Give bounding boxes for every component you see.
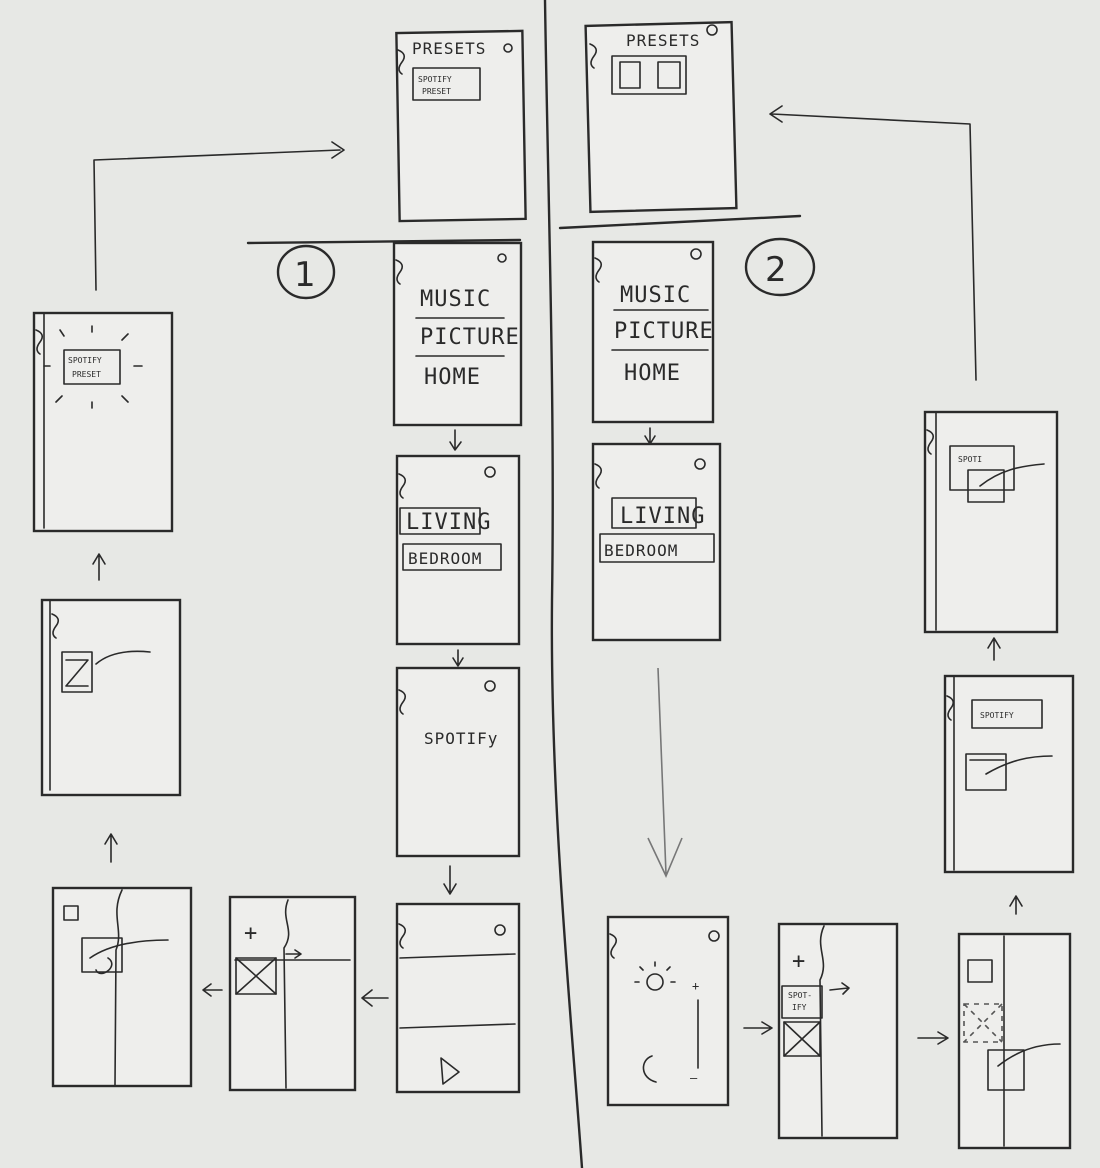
svg-text:+: + [244, 921, 258, 946]
svg-text:SPOTIFY: SPOTIFY [68, 356, 102, 365]
spotify-label: SPOTIFy [424, 729, 498, 748]
flow-2-number: 2 [765, 250, 787, 290]
svg-text:PRESET: PRESET [72, 370, 101, 379]
drop-screen-2: SPOTIFY [943, 674, 1075, 874]
room2-bedroom: BEDROOM [604, 541, 678, 560]
flow-1-number: 1 [294, 255, 316, 295]
svg-text:SPOTI: SPOTI [958, 455, 982, 464]
room-bedroom: BEDROOM [408, 549, 482, 568]
svg-text:SPOTIFY: SPOTIFY [418, 75, 452, 84]
drag-screen-2 [957, 932, 1072, 1150]
add-preset-screen-1: + [228, 895, 357, 1092]
saved-preset-screen-1: SPOTIFY PRESET [32, 311, 174, 533]
menu2-music: MUSIC [620, 283, 691, 308]
spotify-tab-2: SPOTIFY [980, 711, 1014, 720]
saved-preset-screen-2: SPOTI [923, 410, 1059, 634]
rooms-screen-2: LIVING BEDROOM [591, 442, 722, 642]
lighting-screen-2: + — [606, 915, 730, 1107]
spotify-screen-1: SPOTIFy [395, 666, 521, 858]
flow-2-marker: 2 [744, 237, 816, 297]
drop-screen-1 [40, 598, 182, 797]
add-preset-screen-2: + SPOT- IFY [777, 922, 899, 1140]
horizontal-divider [246, 214, 802, 245]
presets-screen-1: PRESETS SPOTIFY PRESET [395, 29, 527, 223]
svg-text:+: + [792, 949, 806, 974]
rooms-screen-1: LIVING BEDROOM [395, 454, 521, 646]
room-living: LIVING [406, 510, 491, 535]
svg-text:IFY: IFY [792, 1003, 807, 1012]
presets-title-2: PRESETS [626, 31, 700, 50]
svg-text:PRESET: PRESET [422, 87, 451, 96]
presets-title: PRESETS [412, 39, 486, 58]
menu-screen-2: MUSIC PICTURE HOME [591, 240, 715, 424]
vertical-divider [543, 0, 584, 1168]
menu-music: MUSIC [420, 287, 491, 312]
svg-text:+: + [692, 979, 699, 993]
player-screen-1 [395, 902, 521, 1094]
presets-screen-2: PRESETS [584, 20, 738, 214]
menu-picture: PICTURE [420, 325, 520, 350]
menu2-home: HOME [624, 361, 681, 386]
flow-1-marker: 1 [276, 244, 336, 300]
svg-text:—: — [690, 1071, 698, 1085]
drag-screen-1 [51, 886, 193, 1088]
room2-living: LIVING [620, 504, 705, 529]
svg-text:SPOT-: SPOT- [788, 991, 812, 1000]
menu-home: HOME [424, 365, 481, 390]
menu-screen-1: MUSIC PICTURE HOME [392, 241, 523, 427]
menu2-picture: PICTURE [614, 319, 714, 344]
